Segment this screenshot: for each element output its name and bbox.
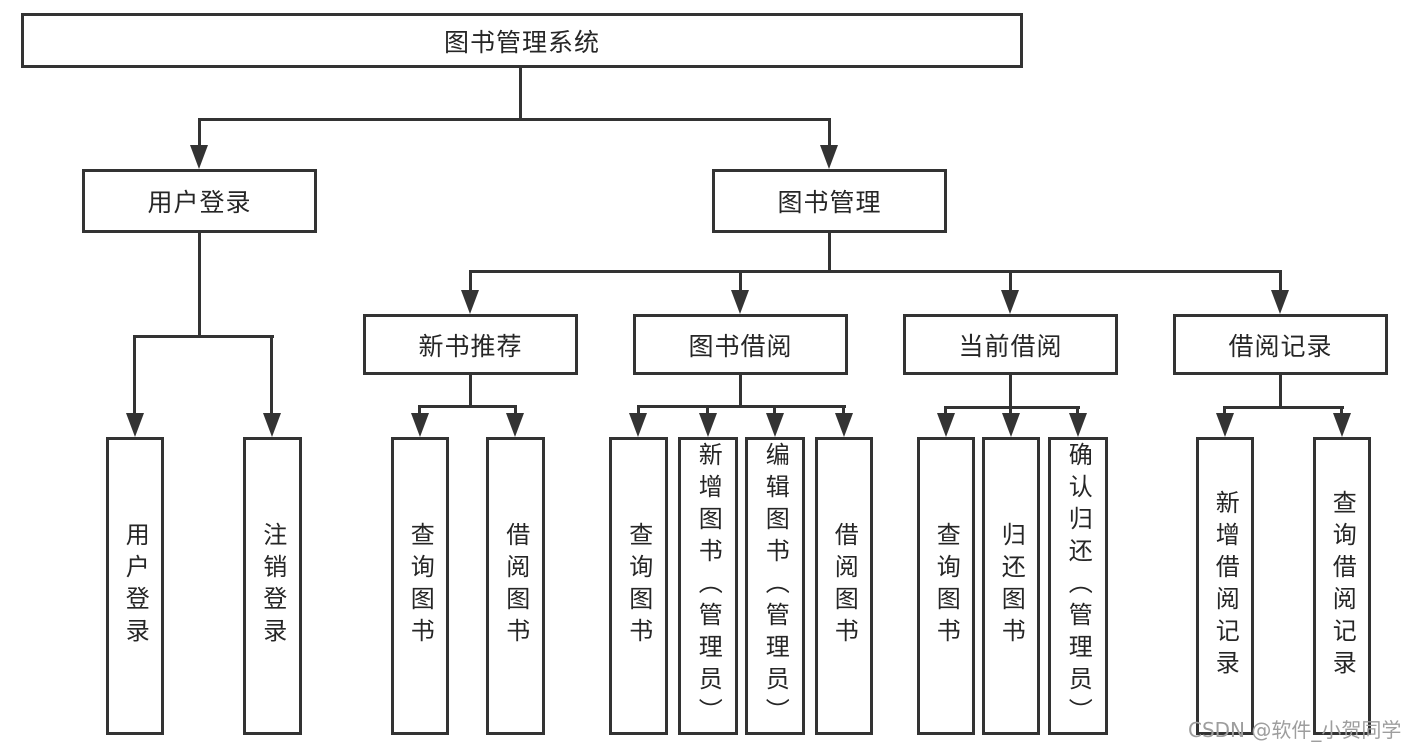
leaf-add-borrow-record: 新增借阅记录 <box>1196 437 1254 735</box>
arrowhead-leaf <box>1002 413 1020 437</box>
connector-leaf-drop <box>944 406 947 417</box>
connector-new-book-stem <box>469 375 472 407</box>
leaf-query-borrow-record-label: 查询借阅记录 <box>1328 490 1357 682</box>
arrowhead-current-borrow <box>1001 290 1019 314</box>
arrowhead-book-mgmt <box>820 145 838 169</box>
connector-current-borrow-rail <box>944 406 1080 409</box>
node-borrow-records: 借阅记录 <box>1173 314 1388 375</box>
connector-current-borrow-stem <box>1009 375 1012 408</box>
connector-leaf-drop <box>1223 406 1226 417</box>
node-book-management-label: 图书管理 <box>777 188 882 217</box>
node-new-book-recommend-label: 新书推荐 <box>418 331 523 361</box>
node-book-borrow: 图书借阅 <box>633 314 848 375</box>
arrowhead-leaf <box>766 413 784 437</box>
arrowhead-leaf <box>699 413 717 437</box>
leaf-borrow-books-recommend-label: 借阅图书 <box>501 522 530 650</box>
connector-root-rail <box>198 118 831 121</box>
leaf-query-books-current: 查询图书 <box>917 437 975 735</box>
connector-new-book-rail <box>418 405 517 408</box>
arrowhead-borrow-record <box>1271 290 1289 314</box>
connector-user-login-rail <box>133 335 274 338</box>
node-borrow-records-label: 借阅记录 <box>1228 331 1333 361</box>
node-user-login-label: 用户登录 <box>147 188 252 217</box>
node-book-management: 图书管理 <box>712 169 947 233</box>
arrowhead-book-borrow <box>731 290 749 314</box>
connector-user-login-stem <box>198 233 201 337</box>
leaf-edit-books-admin-label: 编辑图书（管理员） <box>761 442 790 730</box>
connector-borrow-record-rail <box>1223 406 1344 409</box>
connector-leaf-drop <box>1076 406 1079 417</box>
node-current-borrow-label: 当前借阅 <box>958 331 1063 361</box>
leaf-return-books-label: 归还图书 <box>997 522 1026 650</box>
arrowhead-leaf <box>937 413 955 437</box>
connector-leaf-drop <box>514 405 517 417</box>
arrowhead-user-login <box>190 145 208 169</box>
connector-leaf-drop <box>418 405 421 417</box>
arrowhead-new-book <box>461 290 479 314</box>
connector-user-login-drop <box>198 118 201 149</box>
leaf-query-books-borrow-label: 查询图书 <box>624 522 653 650</box>
connector-book-borrow-stem <box>739 375 742 407</box>
connector-new-book-drop <box>469 270 472 294</box>
node-root: 图书管理系统 <box>21 13 1023 68</box>
node-current-borrow: 当前借阅 <box>903 314 1118 375</box>
leaf-add-borrow-record-label: 新增借阅记录 <box>1211 490 1240 682</box>
arrowhead-leaf <box>126 413 144 437</box>
leaf-confirm-return-admin: 确认归还（管理员） <box>1048 437 1108 735</box>
arrowhead-leaf <box>411 413 429 437</box>
leaf-query-borrow-record: 查询借阅记录 <box>1313 437 1371 735</box>
leaf-logout: 注销登录 <box>243 437 302 735</box>
arrowhead-leaf <box>629 413 647 437</box>
leaf-user-login-label: 用户登录 <box>121 522 150 650</box>
connector-book-borrow-rail <box>637 405 846 408</box>
arrowhead-leaf <box>835 413 853 437</box>
arrowhead-leaf <box>506 413 524 437</box>
leaf-borrow-books-label: 借阅图书 <box>830 522 859 650</box>
connector-leaf-drop <box>842 405 845 417</box>
connector-leaf-drop <box>637 405 640 417</box>
connector-current-borrow-drop <box>1009 270 1012 294</box>
node-root-label: 图书管理系统 <box>443 27 600 57</box>
leaf-query-books-recommend-label: 查询图书 <box>406 522 435 650</box>
leaf-query-books-borrow: 查询图书 <box>609 437 668 735</box>
leaf-confirm-return-admin-label: 确认归还（管理员） <box>1064 442 1093 730</box>
leaf-add-books-admin: 新增图书（管理员） <box>678 437 738 735</box>
connector-book-mgmt-stem <box>828 233 831 272</box>
arrowhead-leaf <box>1333 413 1351 437</box>
connector-book-mgmt-rail <box>469 270 1282 273</box>
leaf-edit-books-admin: 编辑图书（管理员） <box>745 437 805 735</box>
connector-leaf-drop <box>1340 406 1343 417</box>
connector-leaf-drop <box>133 335 136 417</box>
connector-book-borrow-drop <box>739 270 742 294</box>
connector-borrow-record-stem <box>1279 375 1282 408</box>
connector-leaf-drop <box>1009 406 1012 417</box>
leaf-borrow-books-recommend: 借阅图书 <box>486 437 545 735</box>
leaf-query-books-recommend: 查询图书 <box>391 437 449 735</box>
leaf-user-login: 用户登录 <box>106 437 164 735</box>
leaf-logout-label: 注销登录 <box>258 522 287 650</box>
watermark: CSDN @软件_小贺同学 <box>1188 718 1402 742</box>
leaf-query-books-current-label: 查询图书 <box>932 522 961 650</box>
node-user-login: 用户登录 <box>82 169 317 233</box>
connector-book-mgmt-drop <box>828 118 831 149</box>
leaf-return-books: 归还图书 <box>982 437 1040 735</box>
leaf-add-books-admin-label: 新增图书（管理员） <box>694 442 723 730</box>
connector-root-stem <box>519 68 522 120</box>
arrowhead-leaf <box>1069 413 1087 437</box>
connector-leaf-drop <box>773 405 776 417</box>
connector-leaf-drop <box>270 335 273 417</box>
node-new-book-recommend: 新书推荐 <box>363 314 578 375</box>
connector-borrow-record-drop <box>1279 270 1282 294</box>
node-book-borrow-label: 图书借阅 <box>688 331 793 361</box>
leaf-borrow-books: 借阅图书 <box>815 437 873 735</box>
arrowhead-leaf <box>1216 413 1234 437</box>
arrowhead-leaf <box>263 413 281 437</box>
connector-leaf-drop <box>706 405 709 417</box>
